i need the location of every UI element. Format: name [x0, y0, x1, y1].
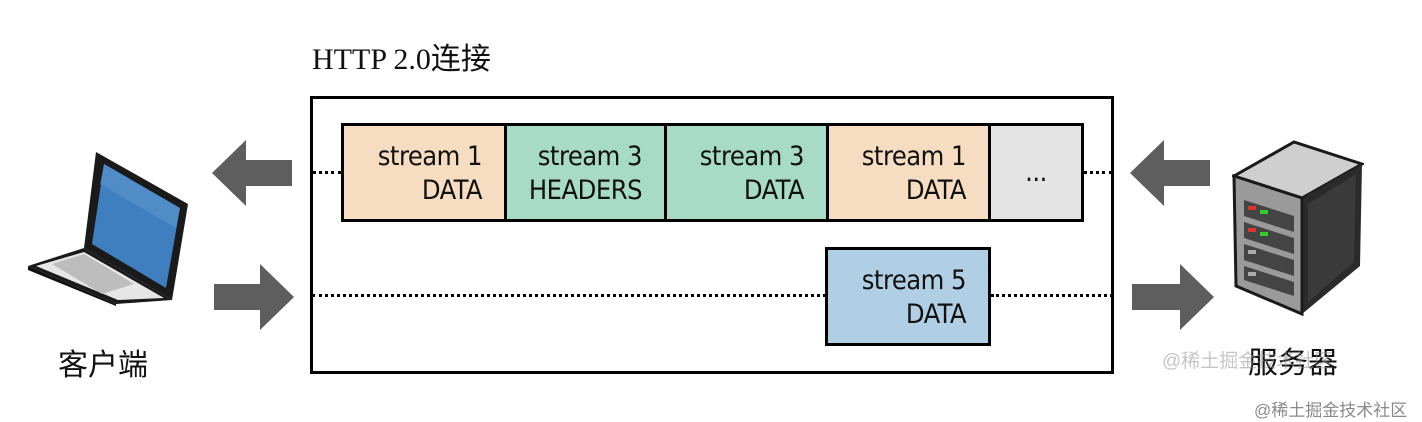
- ellipsis-label: ...: [1025, 157, 1047, 188]
- frame-label-line1: stream 3: [699, 141, 805, 172]
- arrow-right-icon: [214, 264, 294, 330]
- frame-stream5-data: stream 5 DATA: [825, 247, 991, 346]
- top-stream-line-left: [312, 171, 342, 174]
- bottom-stream-line-right: [991, 294, 1113, 297]
- frame-label-line1: stream 3: [537, 141, 643, 172]
- arrow-right-icon: [1132, 264, 1214, 330]
- bottom-stream-line-left: [312, 294, 826, 297]
- frame-label-line1: stream 1: [861, 141, 967, 172]
- top-stream-line-right: [1083, 171, 1113, 174]
- frame-label-line2: HEADERS: [528, 175, 643, 206]
- frame-label-line2: DATA: [421, 175, 483, 206]
- frame-label-line2: DATA: [905, 299, 967, 330]
- server-icon: [1232, 140, 1364, 316]
- frame-stream1-data: stream 1 DATA: [341, 123, 507, 222]
- server-label: 服务器: [1248, 347, 1338, 380]
- frame-ellipsis: ...: [988, 123, 1084, 222]
- frame-stream1-data-2: stream 1 DATA: [826, 123, 991, 222]
- watermark-corner: @稀土掘金技术社区: [1254, 401, 1408, 420]
- frame-stream3-data: stream 3 DATA: [664, 123, 829, 222]
- arrow-left-icon: [1130, 140, 1210, 206]
- frame-label-line1: stream 1: [377, 141, 483, 172]
- frame-label-line2: DATA: [743, 175, 805, 206]
- laptop-icon: [28, 152, 188, 306]
- frame-stream3-headers: stream 3 HEADERS: [504, 123, 667, 222]
- frame-label-line1: stream 5: [861, 265, 967, 296]
- arrow-left-icon: [212, 140, 292, 206]
- watermark-overlay: @稀土掘金技术社区: [1162, 351, 1334, 372]
- diagram-title: HTTP 2.0连接: [312, 43, 491, 76]
- client-label: 客户端: [58, 349, 148, 382]
- frame-label-line2: DATA: [905, 175, 967, 206]
